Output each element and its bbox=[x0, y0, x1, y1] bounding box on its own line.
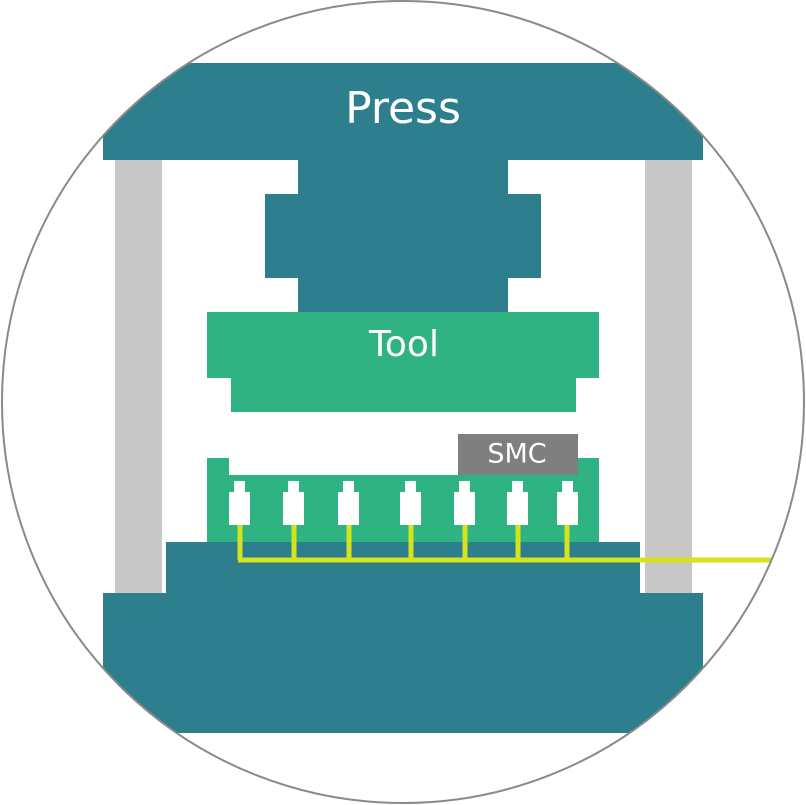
lower-tool-rim-left bbox=[207, 458, 229, 478]
press-label: Press bbox=[345, 83, 461, 134]
pressure-sensor-body bbox=[338, 492, 359, 525]
pressure-sensor-head bbox=[343, 481, 354, 494]
pressure-sensor-head bbox=[288, 481, 299, 494]
pressure-sensor-head bbox=[405, 481, 416, 494]
pressure-sensor-body bbox=[557, 492, 578, 525]
ram-lower bbox=[298, 277, 508, 312]
tool-label: Tool bbox=[368, 324, 439, 365]
pressure-sensor-body bbox=[507, 492, 528, 525]
pressure-sensor-head bbox=[459, 481, 470, 494]
press-head bbox=[103, 63, 703, 160]
press-column-left bbox=[115, 150, 162, 600]
press-bed bbox=[103, 593, 703, 733]
upper-tool bbox=[207, 312, 599, 378]
pressure-sensor-head bbox=[234, 481, 245, 494]
pressure-sensors bbox=[229, 481, 578, 525]
lower-tool-rim-right bbox=[577, 458, 599, 478]
smc-label: SMC bbox=[487, 439, 546, 470]
upper-tool-lip bbox=[231, 377, 576, 412]
pressure-sensor-body bbox=[400, 492, 421, 525]
press-column-right bbox=[645, 150, 692, 600]
smc-charge bbox=[458, 434, 578, 475]
pressure-sensor-body bbox=[454, 492, 475, 525]
sensor-wiring bbox=[237, 524, 804, 563]
ram-upper bbox=[298, 160, 508, 195]
pressure-sensor-head bbox=[562, 481, 573, 494]
ram-middle bbox=[265, 194, 541, 278]
pressure-sensor-body bbox=[229, 492, 250, 525]
pressure-sensor-body bbox=[283, 492, 304, 525]
pressure-sensor-head bbox=[512, 481, 523, 494]
bolster-plate bbox=[166, 542, 640, 594]
